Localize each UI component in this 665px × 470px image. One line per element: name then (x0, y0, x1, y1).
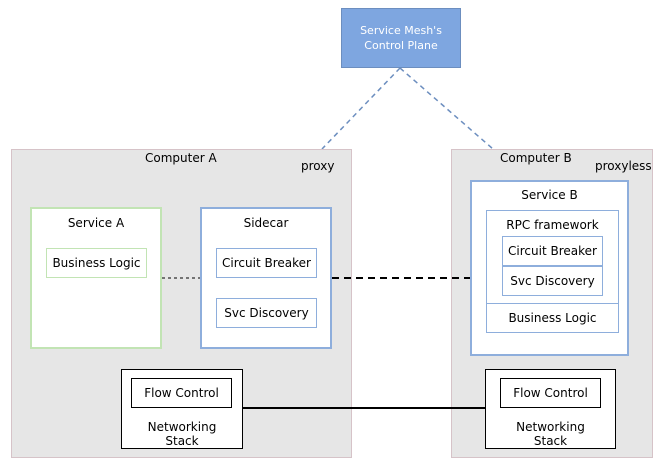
control-plane-to-computer-b-line (399, 67, 494, 150)
computer-b-title: Computer B (500, 151, 572, 165)
circuit-breaker-b-label: Circuit Breaker (508, 244, 597, 258)
flow-control-b-label: Flow Control (513, 386, 588, 400)
business-logic-a-box: Business Logic (46, 248, 147, 278)
networking-stack-b-label: Networking Stack (485, 420, 616, 448)
control-plane-label-line2: Control Plane (364, 39, 438, 52)
business-logic-a-label: Business Logic (52, 256, 141, 270)
service-b-title: Service B (521, 188, 578, 202)
service-a-title: Service A (67, 216, 125, 230)
control-plane-to-computer-a-line (321, 67, 401, 150)
business-logic-b-box: Business Logic (486, 303, 619, 333)
flow-control-a-label: Flow Control (144, 386, 219, 400)
control-plane-box: Service Mesh's Control Plane (341, 8, 461, 68)
flow-control-a-box: Flow Control (131, 378, 232, 408)
sidecar-title: Sidecar (243, 216, 289, 230)
networking-stack-b-line1: Networking (516, 420, 585, 434)
control-plane-label-line1: Service Mesh's (360, 24, 442, 37)
svc-discovery-a-label: Svc Discovery (224, 306, 309, 320)
networking-stack-a-label: Networking Stack (121, 420, 243, 448)
flow-control-b-box: Flow Control (500, 378, 601, 408)
networking-stack-b-line2: Stack (533, 434, 568, 448)
computer-a-title: Computer A (145, 151, 217, 165)
networking-stack-a-line2: Stack (165, 434, 199, 448)
svc-discovery-b-box: Svc Discovery (502, 266, 603, 296)
business-logic-b-label: Business Logic (508, 311, 597, 325)
svc-discovery-a-box: Svc Discovery (216, 298, 317, 328)
service-a-box (30, 207, 162, 349)
computer-a-mode: proxy (301, 159, 335, 173)
svc-discovery-b-label: Svc Discovery (510, 274, 595, 288)
circuit-breaker-b-box: Circuit Breaker (502, 236, 603, 266)
computer-b-mode: proxyless (595, 159, 652, 173)
circuit-breaker-a-label: Circuit Breaker (222, 256, 311, 270)
networking-stack-a-line1: Networking (147, 420, 217, 434)
rpc-framework-title: RPC framework (506, 218, 599, 232)
circuit-breaker-a-box: Circuit Breaker (216, 248, 317, 278)
